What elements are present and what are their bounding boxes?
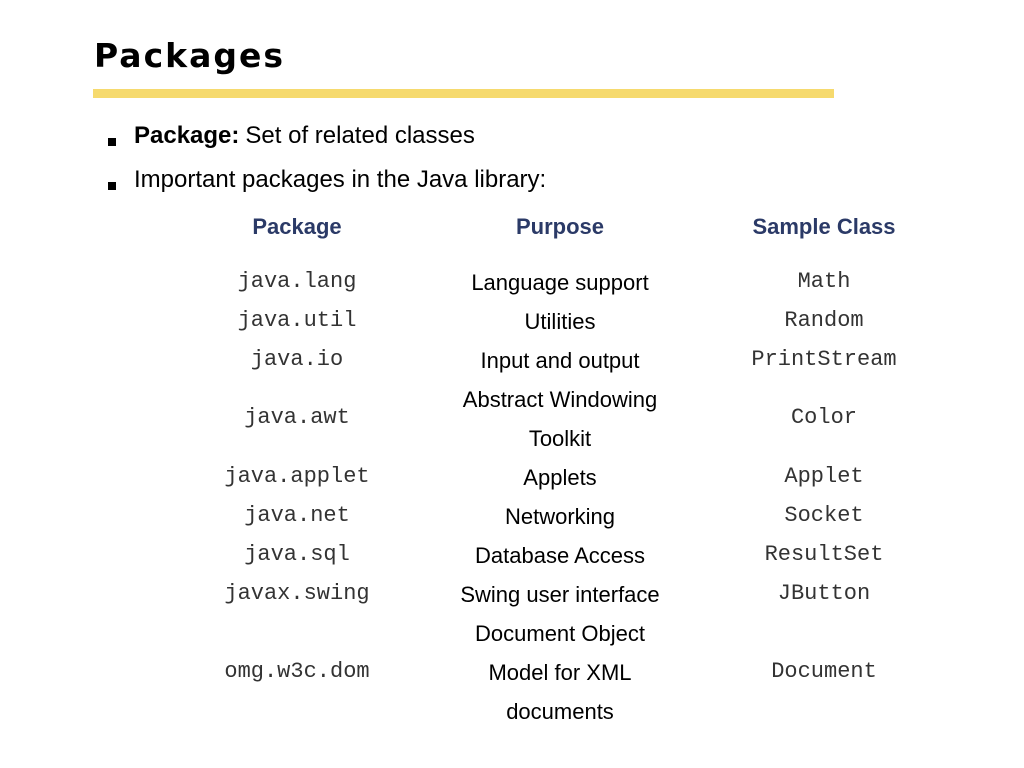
column-header-purpose: Purpose xyxy=(515,214,605,239)
cell-package: omg.w3c.dom xyxy=(224,658,370,684)
cell-sample-class: Color xyxy=(790,405,857,430)
bullet-term: Package: xyxy=(134,122,240,149)
cell-purpose: Networking xyxy=(430,497,690,536)
cell-sample-class: Math xyxy=(797,268,851,294)
cell-sample-class: Document xyxy=(771,658,877,684)
cell-purpose-line: Applets xyxy=(523,465,597,490)
cell-purpose: Swing user interface xyxy=(430,575,690,614)
cell-package: java.lang xyxy=(237,268,357,294)
cell-package: java.io xyxy=(250,346,344,372)
bullet-list: Package: Set of related classes Importan… xyxy=(108,114,546,202)
cell-purpose-line: documents xyxy=(506,699,614,724)
column-header-sample-class: Sample Class xyxy=(752,214,896,239)
cell-purpose-line: Model for XML xyxy=(488,660,632,685)
cell-purpose: Applets xyxy=(430,458,690,497)
cell-sample-class: Random xyxy=(784,307,864,333)
cell-purpose: Input and output xyxy=(430,341,690,380)
cell-purpose-line: Language support xyxy=(471,270,649,295)
title-underline xyxy=(93,89,834,98)
bullet-text: Important packages in the Java library: xyxy=(134,166,547,193)
cell-purpose-line: Toolkit xyxy=(528,426,592,451)
cell-purpose: Database Access xyxy=(430,536,690,575)
cell-package: java.awt xyxy=(244,405,350,430)
cell-purpose-line: Networking xyxy=(504,504,616,529)
cell-package: java.applet xyxy=(224,463,370,489)
cell-purpose-line: Utilities xyxy=(524,309,596,334)
bullet-item: Important packages in the Java library: xyxy=(108,158,546,202)
cell-package: java.sql xyxy=(244,541,350,567)
cell-purpose-line: Document Object xyxy=(475,621,645,646)
square-bullet-icon xyxy=(108,182,116,190)
bullet-item: Package: Set of related classes xyxy=(108,114,546,158)
cell-purpose-line: Input and output xyxy=(480,348,640,373)
slide-title: Packages xyxy=(94,36,285,75)
cell-purpose-line: Abstract Windowing xyxy=(462,387,658,412)
cell-purpose-line: Swing user interface xyxy=(460,582,660,607)
bullet-text: Set of related classes xyxy=(245,122,475,149)
square-bullet-icon xyxy=(108,138,116,146)
cell-purpose-line: Database Access xyxy=(475,543,645,568)
cell-package: java.util xyxy=(237,307,357,333)
cell-sample-class: Socket xyxy=(784,502,864,528)
cell-sample-class: ResultSet xyxy=(764,541,884,567)
cell-purpose: Utilities xyxy=(430,302,690,341)
cell-sample-class: PrintStream xyxy=(751,346,897,372)
column-header-package: Package xyxy=(252,214,342,239)
cell-sample-class: Applet xyxy=(784,463,864,489)
cell-purpose: Language support xyxy=(430,263,690,302)
cell-sample-class: JButton xyxy=(777,580,871,606)
cell-package: javax.swing xyxy=(224,580,370,606)
cell-package: java.net xyxy=(244,502,350,528)
